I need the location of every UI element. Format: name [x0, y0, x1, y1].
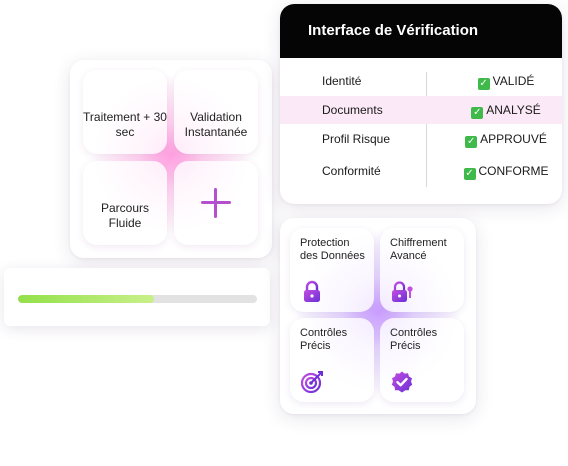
security-label: Contrôles Précis	[390, 327, 438, 352]
security-tile-controls[interactable]: Contrôles Précis	[290, 318, 374, 402]
security-label: Contrôles Précis	[300, 327, 348, 352]
feature-label: Validation Instantanée	[184, 110, 248, 139]
lock-icon	[304, 280, 320, 302]
key-lock-icon	[392, 281, 413, 302]
row-label: Identité	[322, 74, 362, 88]
check-icon: ✓	[463, 168, 476, 180]
check-icon: ✓	[477, 78, 490, 90]
plus-icon	[201, 188, 231, 218]
feature-label: Traitement + 30 sec	[83, 110, 167, 139]
security-label: Chiffrement Avancé	[390, 237, 447, 262]
progress-bar	[18, 295, 257, 303]
verification-row[interactable]: Identité ✓VALIDÉ	[280, 67, 562, 95]
status-badge: ✓APPROUVÉ	[465, 132, 547, 148]
status-badge: ✓VALIDÉ	[477, 74, 535, 90]
security-tile-controls-2[interactable]: Contrôles Précis	[380, 318, 464, 402]
row-label: Documents	[322, 103, 383, 117]
check-icon: ✓	[471, 107, 484, 119]
security-card: Protection des Données Chiffrement Avanc…	[280, 218, 476, 414]
feature-label: Parcours Fluide	[100, 201, 150, 230]
security-tile-encryption[interactable]: Chiffrement Avancé	[380, 228, 464, 312]
security-tile-data-protection[interactable]: Protection des Données	[290, 228, 374, 312]
target-icon	[300, 371, 323, 394]
check-icon: ✓	[465, 136, 478, 148]
progress-card	[4, 268, 270, 326]
status-badge: ✓ANALYSÉ	[471, 103, 541, 119]
check-badge-icon	[391, 371, 413, 393]
features-card: Traitement + 30 sec Validation Instantan…	[70, 60, 272, 258]
verification-panel: Interface de Vérification Identité ✓VALI…	[280, 4, 562, 204]
verification-row[interactable]: Profil Risque ✓APPROUVÉ	[280, 125, 562, 153]
column-divider	[426, 72, 427, 187]
add-feature-button[interactable]	[174, 161, 258, 245]
feature-tile-processing[interactable]: Traitement + 30 sec	[83, 70, 167, 154]
feature-tile-validation[interactable]: Validation Instantanée	[174, 70, 258, 154]
row-label: Profil Risque	[322, 132, 391, 146]
feature-tile-journey[interactable]: Parcours Fluide	[83, 161, 167, 245]
row-label: Conformité	[322, 164, 381, 178]
status-badge: ✓CONFORME	[463, 164, 549, 180]
verification-row[interactable]: Documents ✓ANALYSÉ	[280, 96, 562, 124]
panel-title: Interface de Vérification	[280, 4, 562, 58]
progress-bar-fill	[18, 295, 155, 303]
security-label: Protection des Données	[300, 237, 365, 262]
verification-row[interactable]: Conformité ✓CONFORME	[280, 157, 562, 185]
